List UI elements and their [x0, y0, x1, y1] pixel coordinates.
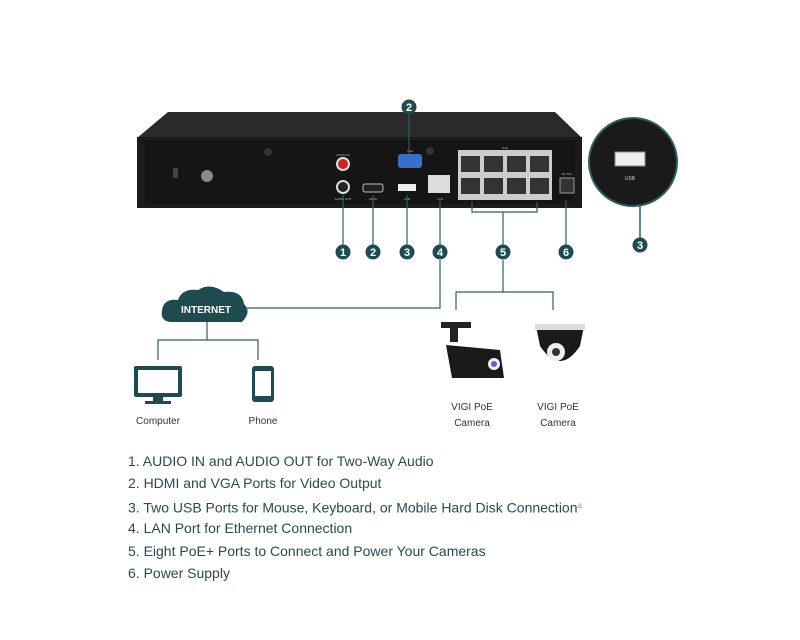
callout-3: 3	[399, 244, 415, 260]
svg-text:2: 2	[370, 247, 376, 259]
nvr-device: AUDIO IN AUDIO OUT VGA HDMI USB LAN PoE …	[137, 112, 582, 208]
power-port	[559, 177, 575, 194]
callout-5: 5	[495, 244, 511, 260]
camera-1-label-line1: VIGI PoE	[451, 402, 493, 413]
internet-cloud: INTERNET	[161, 286, 248, 322]
callout-1: 1	[335, 244, 351, 260]
feature-item: 5. Eight PoE+ Ports to Connect and Power…	[128, 542, 486, 559]
audio-out-port	[336, 180, 350, 194]
computer-label: Computer	[136, 416, 181, 427]
svg-text:4: 4	[437, 247, 444, 259]
feature-list: 1. AUDIO IN and AUDIO OUT for Two-Way Au…	[128, 451, 582, 585]
turret-camera-icon	[535, 324, 585, 361]
phone-label: Phone	[249, 416, 278, 427]
callout-6: 6	[558, 244, 574, 260]
phone-icon	[252, 366, 274, 402]
computer-icon	[134, 366, 182, 404]
feature-item: 6. Power Supply	[128, 564, 230, 581]
hdmi-port	[362, 183, 384, 193]
footnote-mark: △	[577, 502, 583, 509]
camera-2-label-line2: Camera	[540, 418, 576, 429]
lan-label: LAN	[437, 197, 443, 201]
internet-label: INTERNET	[181, 305, 231, 316]
svg-text:3: 3	[404, 247, 410, 259]
bullet-camera-icon	[441, 322, 504, 378]
callout-lines	[157, 114, 567, 360]
usb-zoom: USB	[588, 117, 678, 238]
callout-top-2: 2	[401, 99, 417, 115]
camera-1-label-line2: Camera	[454, 418, 490, 429]
power-label: DC 54V	[562, 172, 573, 176]
callout-4: 4	[432, 244, 448, 260]
svg-text:6: 6	[563, 247, 569, 259]
callout-2: 2	[365, 244, 381, 260]
camera-2-label-line1: VIGI PoE	[537, 402, 579, 413]
feature-item: 2. HDMI and VGA Ports for Video Output	[128, 475, 382, 492]
vga-label: VGA	[407, 149, 413, 153]
poe-label: PoE	[502, 146, 508, 150]
vga-port	[398, 154, 422, 168]
callouts: 1 2 3 4 5 6 2 3	[335, 99, 648, 260]
svg-text:1: 1	[340, 247, 346, 259]
usb-zoom-label: USB	[625, 176, 636, 182]
svg-text:2: 2	[406, 102, 412, 114]
ground-screw-icon	[201, 170, 213, 182]
callout-usb-3: 3	[632, 237, 648, 253]
usb-port	[398, 184, 416, 191]
feature-item: 3. Two USB Ports for Mouse, Keyboard, or…	[128, 496, 582, 518]
feature-item: 4. LAN Port for Ethernet Connection	[128, 520, 353, 537]
svg-text:3: 3	[637, 240, 643, 252]
svg-text:5: 5	[500, 247, 506, 259]
feature-text: 3. Two USB Ports for Mouse, Keyboard, or…	[128, 499, 578, 516]
lan-port	[428, 175, 450, 193]
feature-item: 1. AUDIO IN and AUDIO OUT for Two-Way Au…	[128, 453, 434, 469]
audio-in-port	[336, 157, 350, 171]
lock-slot-icon	[173, 168, 178, 178]
audio-in-label: AUDIO IN	[336, 153, 349, 157]
